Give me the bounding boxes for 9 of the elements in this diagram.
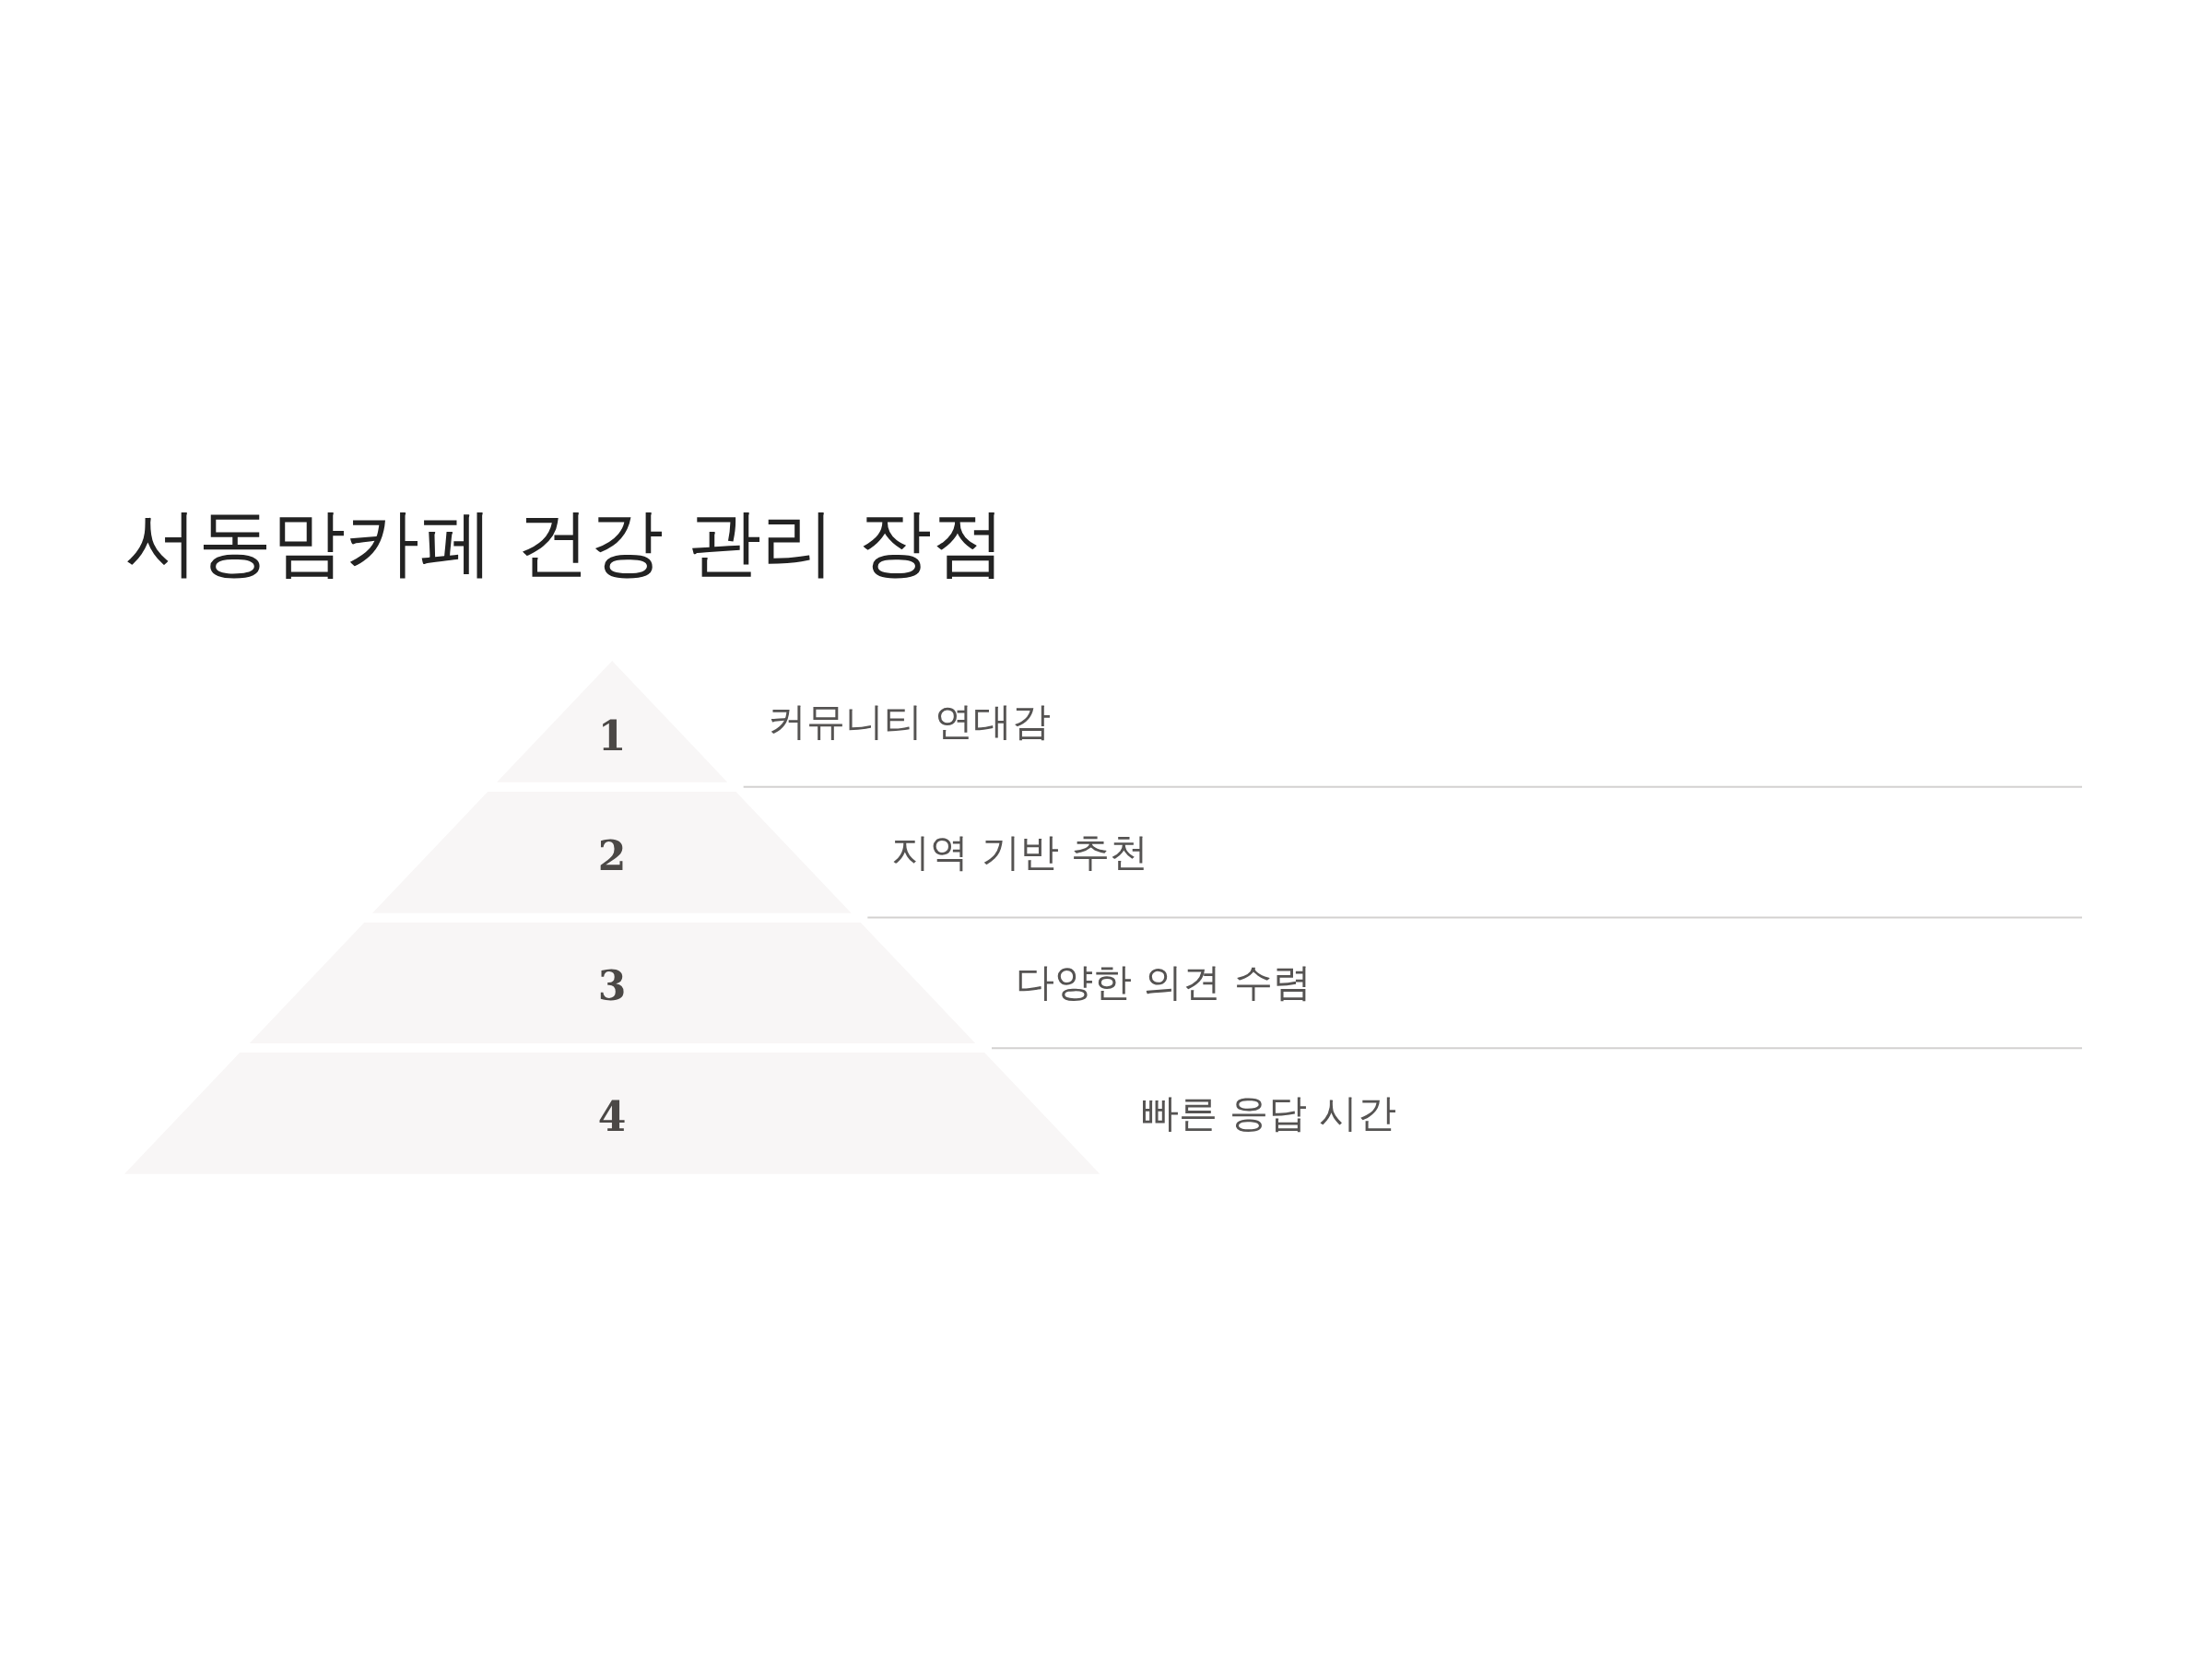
level-label: 지역 기반 추천 [891, 828, 1148, 877]
level-number: 2 [597, 831, 627, 880]
level-number: 4 [597, 1093, 627, 1142]
level-label: 빠른 응답 시간 [1139, 1089, 1397, 1138]
level-label: 다양한 의견 수렴 [1016, 959, 1312, 1007]
level-number: 3 [597, 962, 627, 1011]
title: 서동맘카페 건강 관리 장점 [124, 499, 1006, 587]
level-label: 커뮤니티 연대감 [767, 697, 1051, 746]
level-number: 1 [597, 712, 627, 760]
